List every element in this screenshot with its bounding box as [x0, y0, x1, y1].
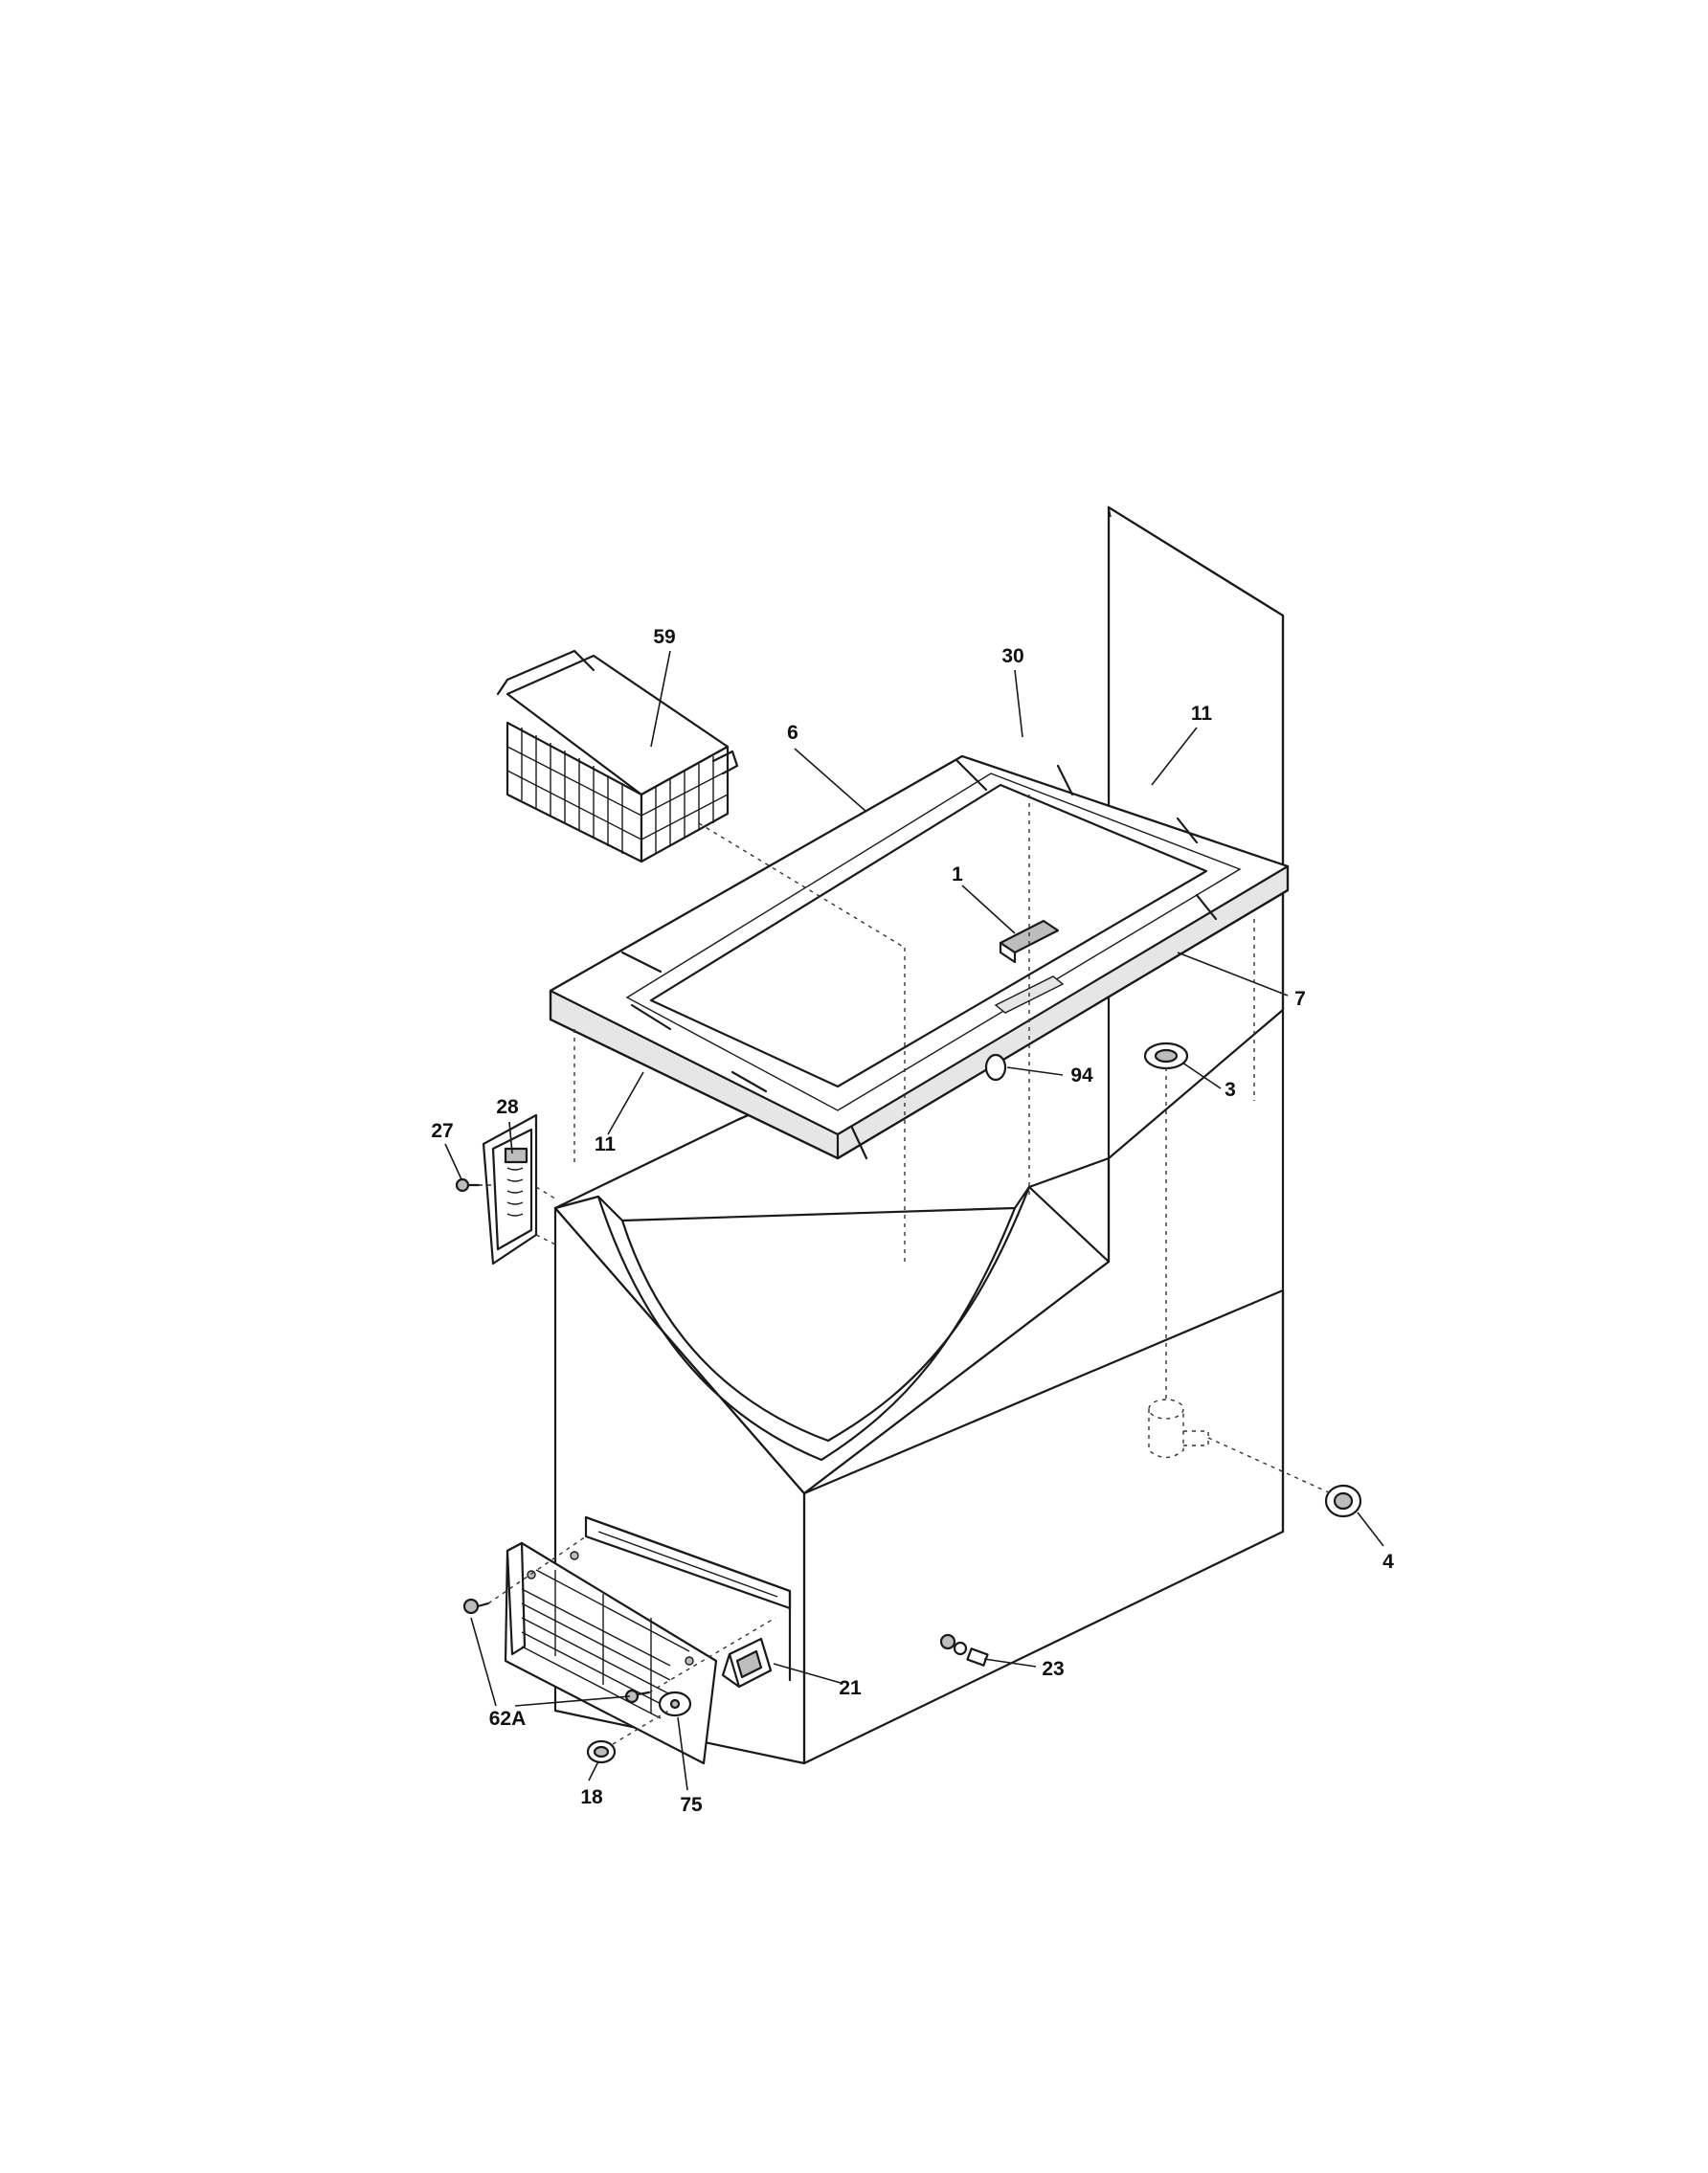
- callout-21: 21: [839, 1677, 862, 1699]
- assembly-lines: [479, 795, 1332, 1745]
- callout-30: 30: [1001, 645, 1023, 667]
- callout-27: 27: [431, 1120, 453, 1142]
- lid-hinge: [482, 1113, 538, 1266]
- callout-23: 23: [1042, 1658, 1064, 1680]
- callout-18: 18: [580, 1786, 603, 1808]
- wire-basket: [496, 649, 739, 863]
- callout-28: 28: [496, 1096, 519, 1118]
- callout-3: 3: [1225, 1079, 1236, 1101]
- drain-cap-3: [1143, 1042, 1189, 1070]
- callout-labels: 59 30 6 11 1 7 28 27 11 94 3 4 21 23 62A…: [431, 626, 1394, 1816]
- callout-11-top: 11: [1191, 703, 1213, 725]
- plug-94: [984, 1053, 1007, 1082]
- drain-plug-4: [1324, 1484, 1362, 1518]
- screw-27: [455, 1177, 481, 1193]
- screw-62A-left: [462, 1598, 490, 1615]
- callout-75: 75: [680, 1794, 703, 1816]
- plug-18: [586, 1739, 617, 1764]
- callout-6: 6: [787, 722, 798, 744]
- grille-assembly: [504, 1515, 792, 1765]
- cabinet-body: [553, 505, 1285, 1765]
- callout-59: 59: [653, 626, 675, 648]
- callout-4: 4: [1382, 1551, 1394, 1573]
- callout-62A: 62A: [489, 1708, 527, 1730]
- callout-11-left: 11: [595, 1133, 617, 1155]
- drain-tube: [1148, 1399, 1209, 1459]
- callout-94: 94: [1070, 1064, 1093, 1086]
- callout-7: 7: [1294, 988, 1306, 1010]
- part-23: [939, 1633, 989, 1667]
- callout-1: 1: [952, 863, 963, 885]
- relay-21: [721, 1637, 773, 1689]
- lid-gasket-frame: [549, 754, 1290, 1160]
- callout-leaders: [444, 650, 1384, 1791]
